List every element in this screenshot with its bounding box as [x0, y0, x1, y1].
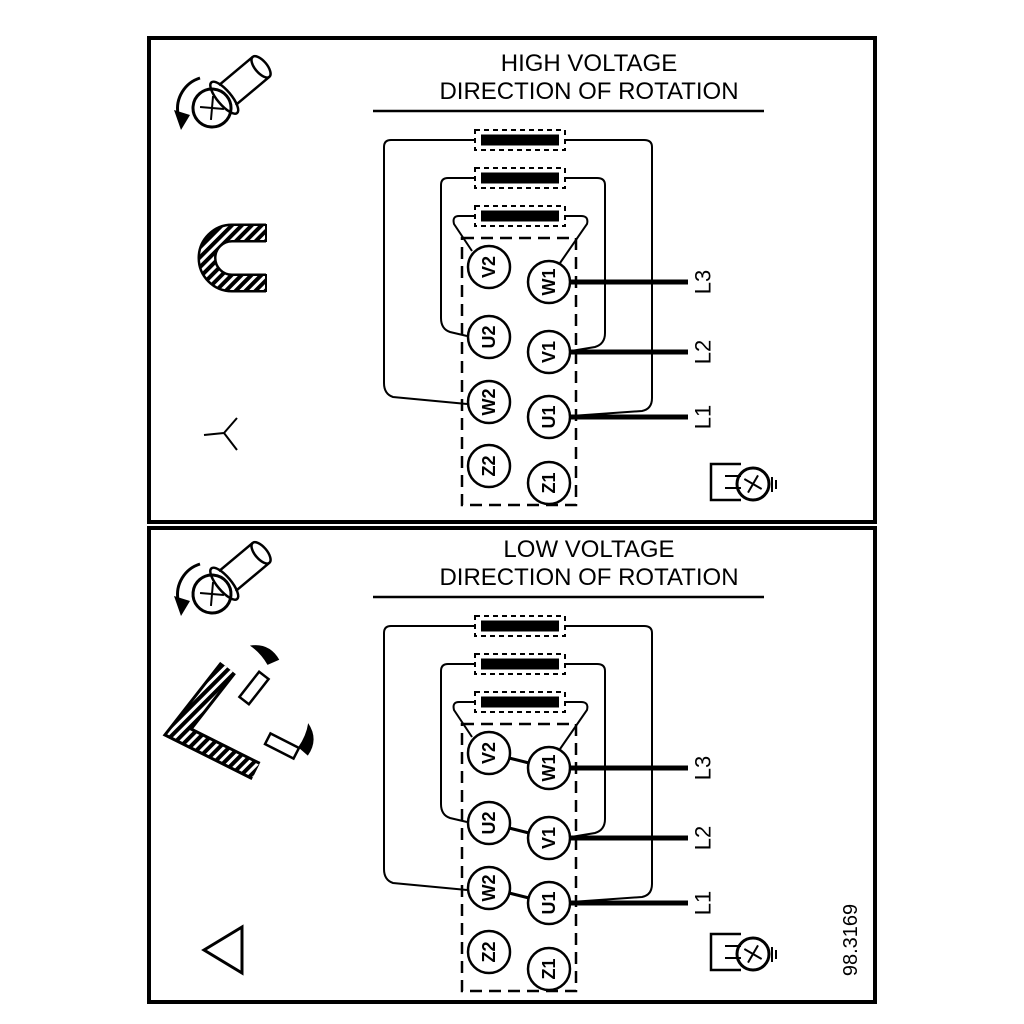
terminal-label: W1: [539, 755, 559, 782]
terminals: V2 U2 W2 Z2 W1 V1: [466, 244, 572, 506]
panel-high-voltage: HIGH VOLTAGE DIRECTION OF ROTATION: [172, 46, 778, 507]
terminal-w2: W2: [466, 865, 512, 911]
wire-bar2-right: [565, 663, 606, 838]
panel-title-line1: LOW VOLTAGE: [503, 536, 674, 563]
wire-bar2-right: [565, 177, 606, 352]
supply-line-label-l1: L1: [691, 405, 716, 429]
terminal-v2: V2: [466, 244, 512, 290]
bridge-bar: [474, 615, 566, 637]
bridge-bar: [474, 129, 566, 151]
terminal-u1: U1: [526, 880, 572, 926]
wire-bar3-right: [559, 701, 589, 750]
panel-title-line1: HIGH VOLTAGE: [501, 50, 677, 77]
terminal-v1: V1: [526, 329, 572, 375]
outer-frames: [147, 36, 877, 1004]
terminal-label: U1: [539, 405, 559, 428]
terminal-u2: U2: [466, 314, 512, 360]
wire-bar2-left: [440, 177, 475, 337]
wire-bar1-right: [565, 625, 653, 903]
terminal-label: V2: [479, 742, 499, 764]
terminal-z2: Z2: [466, 929, 512, 975]
panel-low-voltage: LOW VOLTAGE DIRECTION OF ROTATION: [162, 532, 778, 993]
delta-link-u2-v1: [508, 826, 530, 835]
supply-line-label-l3: L3: [691, 756, 716, 780]
panel-title-line2: DIRECTION OF ROTATION: [439, 564, 738, 591]
figure-number: 98.3169: [840, 904, 862, 976]
wire-bar1-right: [565, 139, 653, 417]
star-symbol: [203, 417, 238, 451]
terminal-w2: W2: [466, 379, 512, 425]
wire-bar3-left: [452, 701, 475, 738]
terminal-label: Z2: [479, 455, 499, 476]
bridge-bars: [474, 129, 566, 227]
terminal-label: Z1: [539, 958, 559, 979]
wire-bar3-left: [452, 215, 475, 252]
terminal-z2: Z2: [466, 443, 512, 489]
supply-line-label-l3: L3: [691, 270, 716, 294]
link-wires: [383, 625, 653, 903]
bridge-bars: [474, 615, 566, 713]
terminal-label: U2: [479, 325, 499, 348]
wire-bar2-left: [440, 663, 475, 823]
terminal-u2: U2: [466, 800, 512, 846]
terminal-z1: Z1: [526, 946, 572, 992]
high-voltage-frame: [147, 36, 877, 524]
rotation-arrow: [249, 645, 280, 665]
bridge-bar: [474, 205, 566, 227]
wire-bar1-left: [383, 139, 475, 405]
supply-line-label-l1: L1: [691, 891, 716, 915]
wire-bar3-right: [559, 215, 589, 264]
terminal-w1: W1: [526, 745, 572, 791]
low-voltage-frame: [147, 526, 877, 1004]
terminal-label: V1: [539, 827, 559, 849]
terminal-label: Z2: [479, 941, 499, 962]
bridge-link-icon: [197, 223, 267, 293]
supply-lines: L3 L2 L1: [570, 756, 716, 915]
terminal-v1: V1: [526, 815, 572, 861]
terminal-label: W1: [539, 269, 559, 296]
terminal-block: [460, 236, 578, 507]
panel-title-line2: DIRECTION OF ROTATION: [439, 78, 738, 105]
delta-links-icon: [162, 645, 314, 780]
terminal-w1: W1: [526, 259, 572, 305]
terminal-label: W2: [479, 875, 499, 902]
terminal-z1: Z1: [526, 460, 572, 506]
terminal-label: U1: [539, 891, 559, 914]
terminal-v2: V2: [466, 730, 512, 776]
supply-lines: L3 L2 L1: [570, 270, 716, 429]
terminal-u1: U1: [526, 394, 572, 440]
bridge-bar: [474, 691, 566, 713]
terminal-label: U2: [479, 811, 499, 834]
delta-link-v2-w1: [508, 756, 530, 765]
bridge-bar: [474, 167, 566, 189]
terminal-label: V1: [539, 341, 559, 363]
terminal-label: Z1: [539, 472, 559, 493]
delta-symbol: [201, 924, 244, 976]
link-wires: [383, 139, 653, 417]
supply-line-label-l2: L2: [691, 826, 716, 850]
supply-line-label-l2: L2: [691, 340, 716, 364]
terminal-block: [460, 722, 578, 993]
terminals: V2 U2 W2 Z2 W1 V1: [466, 730, 572, 992]
rotation-arrow: [298, 723, 314, 756]
terminal-label: W2: [479, 389, 499, 416]
terminal-label: V2: [479, 256, 499, 278]
wire-bar1-left: [383, 625, 475, 891]
bridge-bar: [474, 653, 566, 675]
delta-link-w2-u1: [508, 891, 530, 900]
